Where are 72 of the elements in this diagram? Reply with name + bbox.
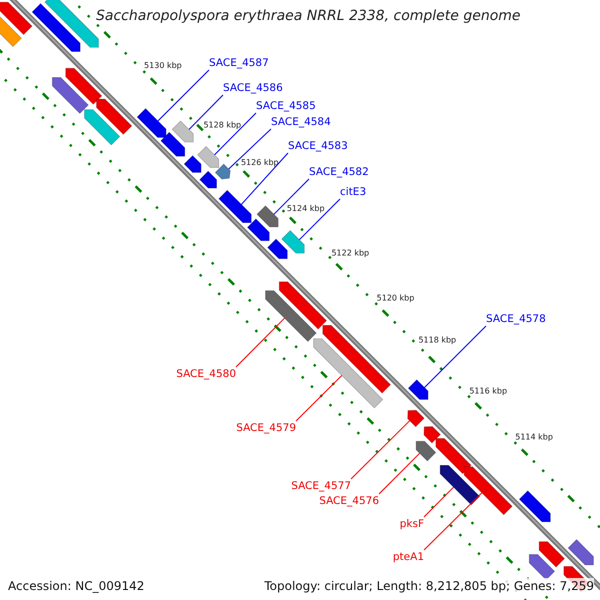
gene-label: SACE_4576 (319, 494, 379, 508)
leader-line (236, 318, 285, 368)
leader-line (350, 420, 410, 480)
gene-block (278, 281, 328, 330)
leader-line (188, 94, 224, 130)
gene-label: SACE_4578 (486, 312, 546, 326)
gene-block (518, 490, 551, 522)
gene-block (267, 238, 288, 260)
scale-label: 5118 kbp (418, 335, 456, 344)
gene-label: SACE_4579 (236, 421, 296, 435)
gene-block (436, 438, 472, 474)
gene-block (96, 98, 132, 135)
scale-label: 5120 kbp (376, 294, 414, 303)
leader-line (240, 152, 288, 205)
leader-line (158, 70, 210, 122)
gene-block (65, 68, 102, 105)
leader-line (228, 128, 272, 170)
gene-label: SACE_4586 (223, 81, 283, 95)
gene-block (32, 3, 80, 52)
leader-line (424, 326, 486, 388)
leader-line (298, 198, 340, 240)
gene-label: SACE_4577 (291, 479, 351, 493)
gene-block (408, 379, 428, 400)
gene-block (538, 541, 565, 568)
title: Saccharopolyspora erythraea NRRL 2338, complete genome (96, 8, 521, 24)
gene-block (416, 440, 436, 462)
leader-line (424, 486, 454, 518)
scale-label: 5130 kbp (144, 61, 182, 70)
scale-label: 5122 kbp (331, 248, 370, 258)
gene-block (0, 14, 22, 48)
gene-block (184, 155, 202, 173)
gene-block (197, 146, 220, 168)
gene-label: SACE_4584 (271, 115, 331, 129)
gene-block (218, 190, 252, 224)
gene-block (528, 554, 556, 580)
gene-block (281, 230, 305, 254)
leader-line (424, 492, 482, 550)
gene-block (322, 324, 392, 394)
gene-label: citE3 (340, 185, 366, 199)
gene-label: SACE_4583 (288, 139, 348, 153)
gene-label: SACE_4580 (176, 367, 236, 381)
accession-text: Accession: NC_009142 (8, 578, 144, 594)
scale-label: 5116 kbp (469, 386, 508, 396)
scale-label: 5114 kbp (515, 432, 553, 442)
scale-label: 5128 kbp (203, 120, 242, 130)
gene-label: SACE_4587 (209, 56, 269, 70)
gene-block (214, 164, 231, 180)
genome-summary-text: Topology: circular; Length: 8,212,805 bp; Genes: 7,259 (264, 578, 594, 594)
gene-label: pksF (400, 517, 424, 531)
gene-block (136, 108, 166, 138)
gene-block (172, 120, 194, 142)
gene-block (256, 205, 278, 228)
gene-block (464, 466, 513, 516)
leader-line (296, 375, 342, 422)
gene-label: SACE_4585 (256, 99, 316, 113)
gene-block (407, 410, 425, 428)
gene-block (84, 109, 120, 146)
gene-block (424, 426, 441, 444)
gene-block (246, 218, 270, 242)
gene-block (199, 170, 217, 188)
gene-block (440, 464, 480, 506)
scale-label: 5124 kbp (286, 204, 325, 213)
gene-label: SACE_4582 (309, 165, 369, 179)
gene-block (265, 290, 317, 342)
gene-block (52, 77, 89, 114)
scale-label: 5126 kbp (240, 158, 279, 167)
leader-line (273, 178, 310, 215)
gene-block (568, 539, 594, 566)
gene-label: pteA1 (392, 550, 424, 564)
leader-line (214, 112, 256, 156)
gene-block (160, 132, 186, 157)
gene-block (313, 338, 384, 408)
